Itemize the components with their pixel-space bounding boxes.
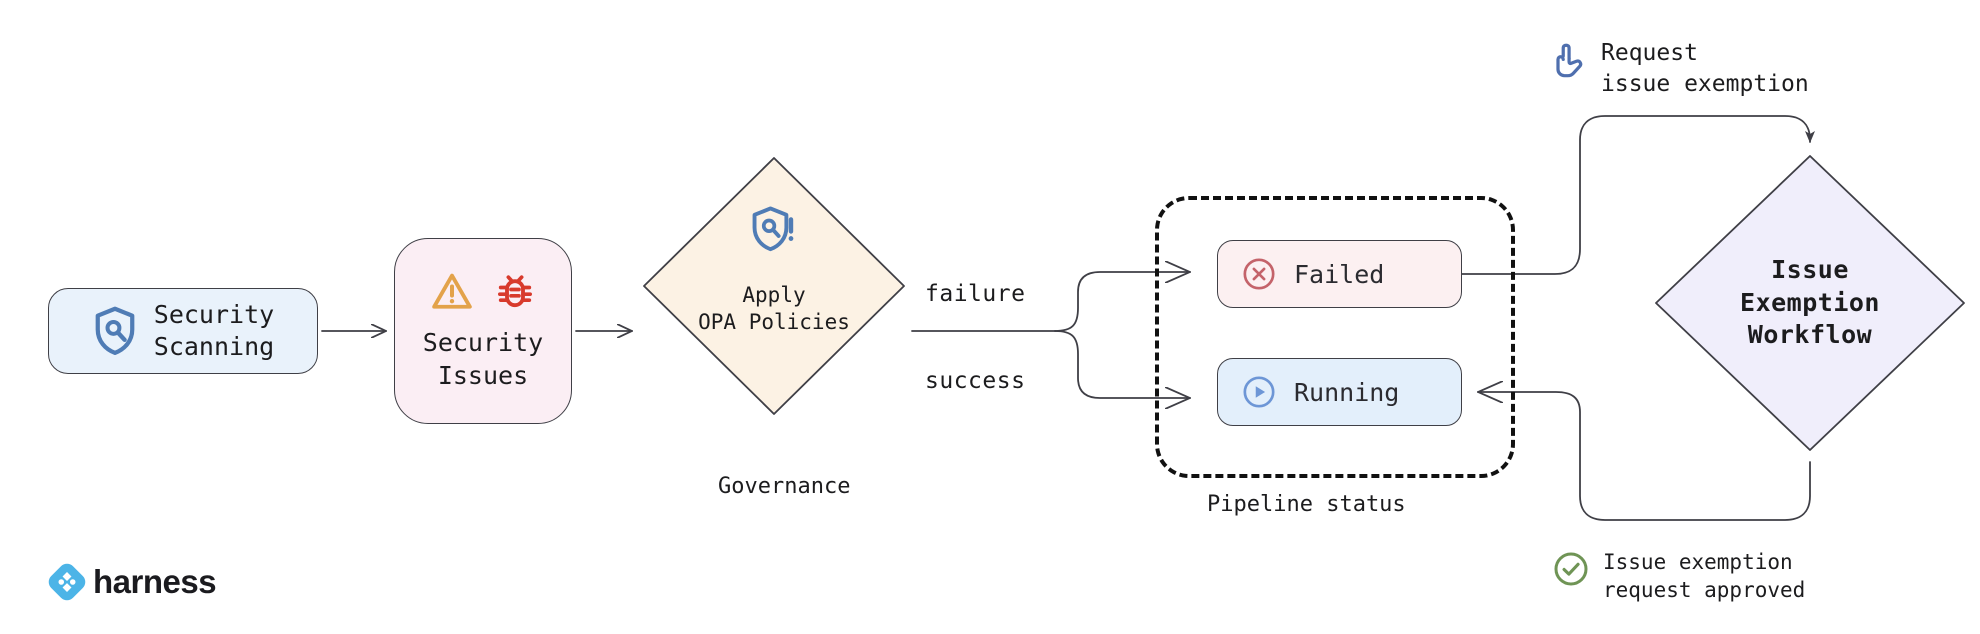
- harness-logo-icon: [48, 563, 86, 601]
- annotation-request-exemption: Request issue exemption: [1553, 38, 1809, 100]
- status-badge-running-label: Running: [1294, 377, 1400, 407]
- node-security-scanning[interactable]: Security Scanning: [48, 288, 318, 374]
- issue-exemption-workflow-label: Issue Exemption Workflow: [1740, 255, 1880, 350]
- pipeline-status-caption: Pipeline status: [1207, 492, 1406, 517]
- shield-alert-icon: [751, 204, 797, 254]
- security-scanning-label: Security Scanning: [153, 300, 275, 361]
- node-security-issues[interactable]: Security Issues: [394, 238, 572, 424]
- warning-triangle-icon: [431, 271, 473, 311]
- harness-logo: harness: [48, 563, 217, 601]
- node-governance[interactable]: Apply OPA Policies: [638, 152, 910, 420]
- status-badge-failed-label: Failed: [1294, 259, 1385, 289]
- annotation-request-approved: Issue exemption request approved: [1553, 548, 1805, 605]
- bug-icon: [495, 270, 535, 312]
- governance-label: Apply OPA Policies: [698, 282, 850, 334]
- security-issues-icon-row: [431, 270, 535, 312]
- security-issues-label: Security Issues: [422, 328, 544, 390]
- node-issue-exemption-workflow[interactable]: Issue Exemption Workflow: [1650, 150, 1970, 456]
- pipeline-status-group: [1155, 196, 1515, 478]
- annotation-request-approved-text: Issue exemption request approved: [1603, 550, 1806, 603]
- governance-caption: Governance: [718, 474, 851, 499]
- play-circle-icon: [1242, 375, 1276, 409]
- harness-logo-text: harness: [93, 563, 217, 600]
- annotation-request-exemption-text: Request issue exemption: [1601, 40, 1809, 98]
- check-circle-icon: [1553, 551, 1589, 587]
- issue-exemption-diamond-shape: [1655, 155, 1965, 451]
- edge-label-failure: failure: [925, 281, 1026, 307]
- governance-diamond-shape: [643, 157, 905, 415]
- x-circle-icon: [1242, 257, 1276, 291]
- edge-label-success: success: [925, 368, 1026, 394]
- shield-search-icon: [92, 306, 138, 356]
- status-badge-failed[interactable]: Failed: [1217, 240, 1462, 308]
- status-badge-running[interactable]: Running: [1217, 358, 1462, 426]
- hand-pointer-icon: [1553, 40, 1587, 80]
